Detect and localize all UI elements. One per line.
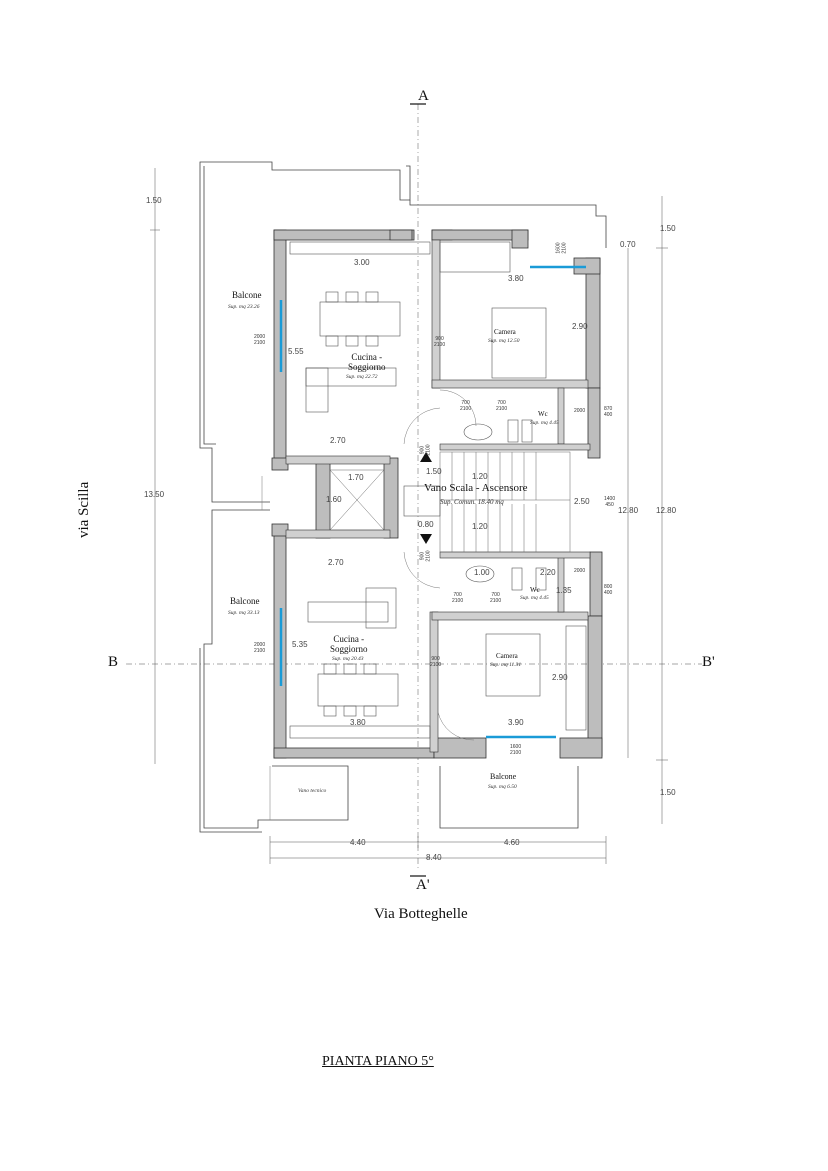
room-balcone-bottom: Balcone: [490, 772, 517, 781]
area-balcone-mid: Sup. mq 33.13: [228, 610, 260, 616]
section-label-a-bottom: A': [416, 877, 430, 893]
dimension-lines: [150, 168, 668, 864]
opening-label: 700 2100: [490, 592, 502, 604]
dim-1280-a: 12.80: [618, 506, 639, 515]
section-label-b-right: B': [702, 654, 715, 670]
interior-walls: [285, 239, 591, 753]
dim-160: 1.60: [326, 495, 342, 504]
dim-150-left: 1.50: [146, 196, 162, 205]
page-title: PIANTA PIANO 5°: [322, 1054, 434, 1069]
opening-label: 2000: [574, 408, 586, 414]
arrow-up-icon: [420, 452, 432, 462]
opening-label: 700 2100: [452, 592, 464, 604]
dim-380-bot: 3.80: [350, 718, 366, 727]
room-cucina-bottom: Cucina - Soggiorno: [330, 634, 368, 654]
opening-label: 900 2100: [419, 550, 432, 562]
room-camera-top: Camera: [494, 328, 516, 336]
dim-270-bot: 2.70: [328, 558, 344, 567]
room-cucina-top: Cucina - Soggiorno: [348, 352, 386, 372]
room-vano-scala: Vano Scala - Ascensore: [424, 482, 528, 494]
street-label-left: via Scilla: [76, 481, 92, 538]
opening-label: 1600 2100: [555, 242, 568, 254]
dim-170: 1.70: [348, 473, 364, 482]
opening-label: 900 2100: [434, 336, 446, 348]
dim-390: 3.90: [508, 718, 524, 727]
area-camera-bottom: Sup. mq 11.31: [490, 662, 522, 668]
dim-840: 8.40: [426, 853, 442, 862]
opening-label: 1400 450: [604, 496, 616, 508]
dim-150-right-bot: 1.50: [660, 788, 676, 797]
dim-300: 3.00: [354, 258, 370, 267]
area-wc-top: Sup. mq 4.45: [530, 420, 559, 426]
opening-label: 2000: [574, 568, 586, 574]
street-label-bottom: Via Botteghelle: [374, 906, 468, 922]
dim-460: 4.60: [504, 838, 520, 847]
room-balcone-top: Balcone: [232, 290, 262, 300]
area-cucina-bottom: Sup. mq 20.43: [332, 656, 364, 662]
dim-135: 1.35: [556, 586, 572, 595]
dim-220: 2.20: [540, 568, 556, 577]
opening-label: 900 2100: [419, 444, 432, 456]
door-swings: [261, 389, 477, 820]
room-camera-bottom: Camera: [496, 652, 518, 660]
dim-440: 4.40: [350, 838, 366, 847]
furniture: [289, 241, 587, 739]
area-wc-bottom: Sup. mq 4.45: [520, 595, 549, 601]
opening-label: 900 2100: [430, 656, 442, 668]
dim-290-bot: 2.90: [552, 673, 568, 682]
dim-150-right-top: 1.50: [660, 224, 676, 233]
room-wc-bottom: Wc: [530, 586, 540, 594]
dim-1280-b: 12.80: [656, 506, 677, 515]
opening-label: 870 400: [604, 406, 613, 418]
room-balcone-mid: Balcone: [230, 596, 260, 606]
dim-1350: 13.50: [144, 490, 165, 499]
section-label-b-left: B: [108, 654, 119, 670]
balcony-outline: [199, 161, 607, 833]
opening-label: 800 400: [604, 584, 613, 596]
opening-label: 2000 2100: [254, 642, 266, 654]
dim-070: 0.70: [620, 240, 636, 249]
arrow-down-icon: [420, 534, 432, 544]
dim-535: 5.35: [292, 640, 308, 649]
dim-120b: 1.20: [472, 522, 488, 531]
dim-080: 0.80: [418, 520, 434, 529]
dim-120a: 1.20: [472, 472, 488, 481]
room-wc-top: Wc: [538, 410, 548, 418]
area-balcone-bottom: Sup. mq 6.50: [488, 784, 517, 790]
opening-label: 700 2100: [460, 400, 472, 412]
elevator-shaft: [329, 469, 385, 531]
room-vano-tecnico: Vano tecnico: [298, 788, 327, 794]
dim-555: 5.55: [288, 347, 304, 356]
area-vano-scala: Sup. Comun. 18.40 mq: [440, 498, 504, 506]
windows: [279, 265, 586, 739]
dim-290-top: 2.90: [572, 322, 588, 331]
area-camera-top: Sup. mq 12.50: [488, 338, 520, 344]
dim-270-top: 2.70: [330, 436, 346, 445]
section-label-a-top: A: [418, 88, 429, 104]
dim-100: 1.00: [474, 568, 490, 577]
area-cucina-top: Sup. mq 22.72: [346, 374, 378, 380]
opening-label: 1600 2100: [510, 744, 522, 756]
area-balcone-top: Sup. mq 23.26: [228, 304, 260, 310]
dim-380-top: 3.80: [508, 274, 524, 283]
exterior-walls: [271, 229, 603, 759]
dim-250: 2.50: [574, 497, 590, 506]
opening-label: 700 2100: [496, 400, 508, 412]
opening-label: 2000 2100: [254, 334, 266, 346]
dim-150-mid: 1.50: [426, 467, 442, 476]
